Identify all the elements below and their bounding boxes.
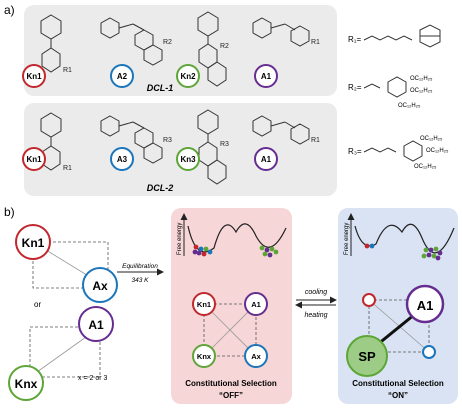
a3-badge-label: A3 [117,155,128,164]
chain-label: OC₁₂H₂₅ [414,164,437,170]
on-caption-1: Constitutional Selection [352,379,444,388]
r-label: R3 [163,137,172,144]
a3-structure [100,115,163,164]
on-sp-node [346,335,388,377]
r-label: R1 [311,39,320,46]
a1-badge-label: A1 [261,72,272,81]
cooling-heating-arrows: cooling heating [295,289,337,319]
dcl-2-panel: R1 Kn1 R3 A3 R3 Kn3 R1 A1 [22,103,337,196]
a2-badge-label: A2 [117,72,128,81]
a1-structure [252,17,310,47]
on-sp-label: SP [358,349,376,364]
r-label: R1 [63,165,72,172]
off-ax-label: Ax [251,352,261,361]
on-free-energy-label: Free energy [344,223,350,255]
a1-node-label: A1 [88,318,104,332]
svg-text:R₃=: R₃= [348,147,362,156]
on-a1-label: A1 [417,298,434,313]
off-free-energy-label: Free energy [177,223,183,255]
ax-node-label: Ax [92,279,108,293]
on-molecules [364,243,443,261]
kn1-badge [22,147,46,171]
or-label: or [34,300,41,309]
off-a1-node [244,292,268,316]
on-kn1-node [362,293,376,307]
kn1-badge [22,64,46,88]
on-ax-node [422,345,436,359]
kn2-badge-label: Kn2 [180,72,196,81]
substituent-r2: R₂= OC₁₂H₂₅ OC₁₂H₂₅ OC₁₂H₂₅ [348,76,433,109]
off-state-panel: Free energy Kn1 A1 Knx Ax Constitutional… [171,208,292,404]
svg-text:heating: heating [305,312,328,319]
dcl-2-title: DCL-2 [147,183,174,193]
off-kn1-node [192,292,216,316]
a1-badge [254,147,278,171]
off-a1-label: A1 [251,300,261,309]
equilibration-arrow: Equilibration 343 K [117,263,164,284]
kn1-node [15,224,51,260]
ax-node [82,267,118,303]
chain-label: OC₁₂H₂₅ [398,103,421,109]
x-note: x = 2 or 3 [78,375,107,382]
kn2-badge [176,64,200,88]
a2-badge [110,64,134,88]
left-diagram-bottom: A1 Knx [8,306,114,401]
kn1-node-label: Kn1 [22,236,45,250]
dcl-1-title: DCL-1 [147,83,174,93]
off-kn1-label: Kn1 [197,300,211,309]
knx-node [8,365,44,401]
off-caption-1: Constitutional Selection [185,379,277,388]
knx-node-label: Knx [15,377,38,391]
kn1-structure [40,14,62,73]
a1-structure [252,115,310,145]
on-caption-2: “ON” [388,391,408,400]
svg-text:343 K: 343 K [132,277,150,284]
chain-label: OC₁₂H₂₅ [410,76,433,82]
kn3-badge-label: Kn3 [180,155,196,164]
chain-label: OC₁₂H₂₅ [426,148,449,154]
a1-node [78,306,114,342]
off-caption-2: “OFF” [219,391,243,400]
r-label: R3 [220,141,229,148]
off-knx-node [192,344,216,368]
svg-text:R₁=: R₁= [348,35,361,44]
a1-badge [254,64,278,88]
panel-a-label: a) [4,3,15,17]
on-state-panel: Free energy A1 SP Constitutional Selecti… [338,208,458,404]
a3-badge [110,147,134,171]
kn1-badge-label: Kn1 [26,155,42,164]
r-label: R2 [220,43,229,50]
a1-badge-label: A1 [261,155,272,164]
kn3-badge [176,147,200,171]
substituent-r1: R₁= [348,24,441,48]
left-diagram-top: Kn1 Ax [15,224,118,303]
r-label: R1 [311,137,320,144]
svg-text:R₂=: R₂= [348,83,362,92]
svg-text:Equilibration: Equilibration [122,263,158,270]
chain-label: OC₁₂H₂₅ [420,136,443,142]
dcl-1-panel: R1 Kn1 R2 A2 R2 Kn2 R1 [22,5,337,96]
kn2-structure [197,11,227,87]
r-label: R1 [63,67,72,74]
r-label: R2 [163,39,172,46]
chain-label: OC₁₂H₂₅ [410,88,433,94]
svg-text:cooling: cooling [305,289,327,296]
off-knx-label: Knx [197,352,212,361]
kn1-badge-label: Kn1 [26,72,42,81]
kn3-structure [197,109,227,185]
substituent-r3: R₃= OC₁₂H₂₅ OC₁₂H₂₅ OC₁₂H₂₅ [348,136,449,170]
on-a1-node [405,284,445,324]
off-molecules [192,244,279,258]
panel-b-label: b) [4,205,15,219]
a2-structure [100,17,163,66]
off-ax-node [244,344,268,368]
